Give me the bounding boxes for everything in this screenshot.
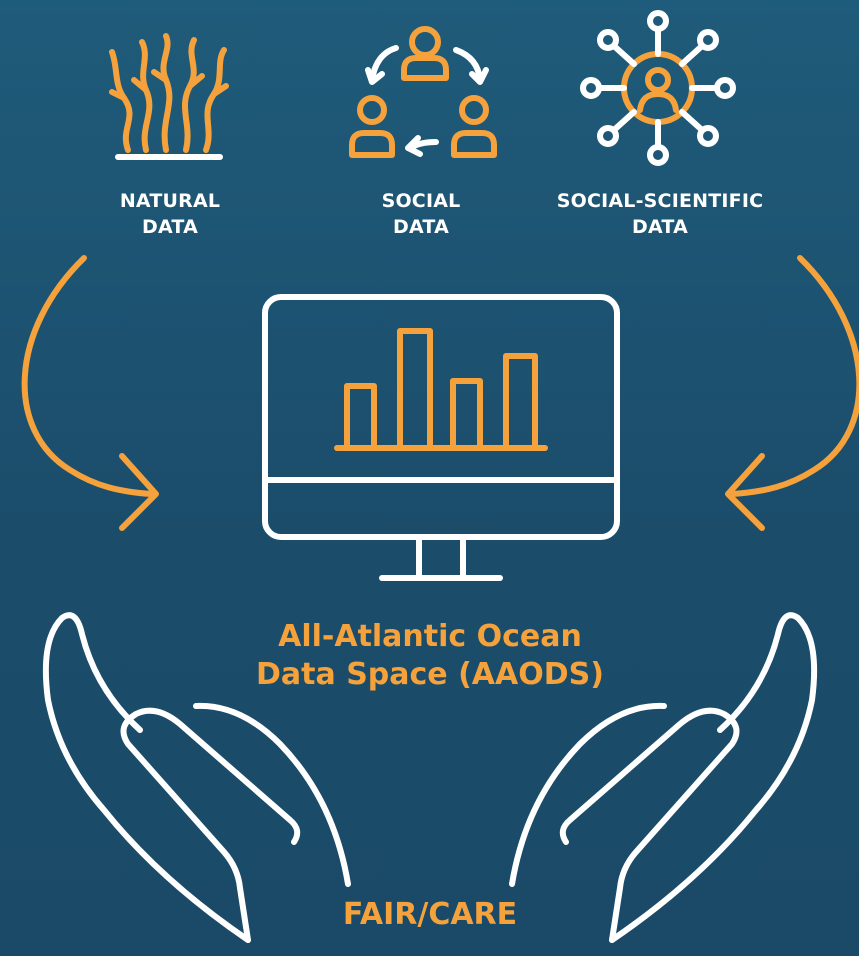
natural-data-label-line2: DATA [142,216,198,238]
aaods-title: All-Atlantic Ocean Data Space (AAODS) [180,618,680,694]
aaods-title-line2: Data Space (AAODS) [256,657,604,692]
social-scientific-data-label: SOCIAL-SCIENTIFIC DATA [540,188,780,240]
people-cycle-icon [349,26,497,158]
social-data-label-line1: SOCIAL [381,190,461,212]
social-scientific-data-label-line2: DATA [632,216,688,238]
fair-care-label: FAIR/CARE [342,897,518,932]
seaweed-icon [109,33,229,160]
right-curved-arrow [725,255,859,531]
left-curved-arrow [21,255,159,531]
monitor-bar-chart-icon [262,294,620,581]
natural-data-label-line1: NATURAL [119,190,221,212]
natural-data-label: NATURAL DATA [50,188,290,240]
aaods-title-line1: All-Atlantic Ocean [278,619,582,654]
social-data-label-line2: DATA [393,216,449,238]
open-hands-icon [42,612,818,943]
network-person-icon [580,10,736,166]
social-data-label: SOCIAL DATA [301,188,541,240]
social-scientific-data-label-line1: SOCIAL-SCIENTIFIC [556,190,764,212]
